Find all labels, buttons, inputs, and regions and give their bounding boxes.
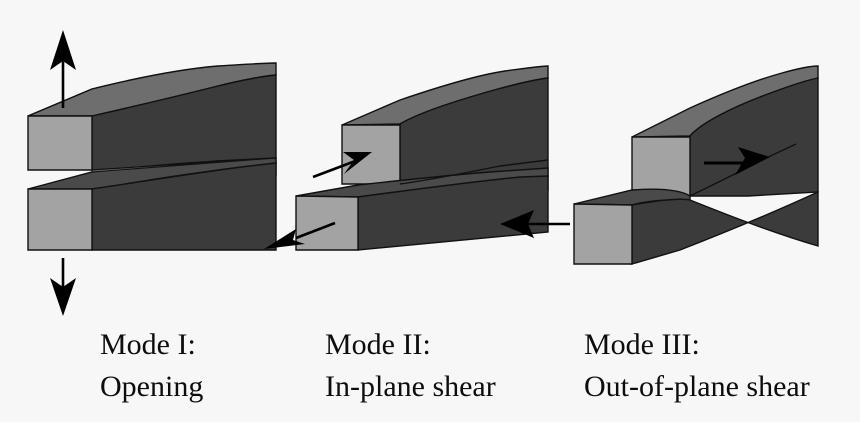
mode-2-upper-shear-arrow (312, 152, 372, 179)
mode-3-upper-front-face (631, 136, 691, 197)
mode-1-up-arrow (50, 30, 76, 108)
mode-3-tear-arrow (704, 147, 770, 175)
mode-1-label: Mode I: Opening (100, 324, 203, 408)
mode-3-lower-block (573, 188, 819, 265)
mode-3-lower-front-face (573, 203, 633, 265)
mode-2-lower-shear-arrow (264, 221, 336, 249)
mode-3-label: Mode III: Out-of-plane shear (584, 324, 810, 408)
mode-2-label: Mode II: In-plane shear (325, 324, 496, 408)
mode-1-lower-side-face (91, 162, 277, 251)
mode-2-rear-arrow (500, 210, 570, 238)
mode-2-lower-front-face (295, 195, 359, 251)
mode-1-lower-front-face (27, 188, 93, 251)
mode-1-down-arrow (50, 258, 76, 316)
mode-3-lower-side-face (631, 190, 819, 265)
mode-3-diagram (573, 65, 819, 265)
mode-2-upper-block (341, 65, 549, 191)
mode-2-crack-line (399, 159, 549, 185)
mode-3-upper-side-face (689, 77, 819, 197)
mode-2-description: In-plane shear (325, 370, 496, 403)
mode-1-title: Mode I: (100, 328, 196, 361)
mode-1-description: Opening (100, 370, 204, 403)
mode-1-upper-block (27, 62, 277, 176)
mode-1-upper-front-face (27, 115, 93, 171)
mode-1-upper-side-face (91, 74, 277, 176)
mode-3-title: Mode III: (584, 328, 700, 361)
mode-2-lower-block (295, 167, 549, 251)
mode-1-diagram (27, 30, 277, 316)
mode-2-upper-side-face (399, 77, 549, 191)
mode-1-crack-wedge (91, 157, 277, 173)
mode-3-upper-block (631, 65, 819, 197)
mode-2-diagram (264, 65, 570, 251)
mode-2-lower-side-face (357, 175, 549, 251)
mode-3-description: Out-of-plane shear (584, 370, 810, 403)
mode-2-title: Mode II: (325, 328, 431, 361)
mode-1-lower-block (27, 157, 277, 251)
